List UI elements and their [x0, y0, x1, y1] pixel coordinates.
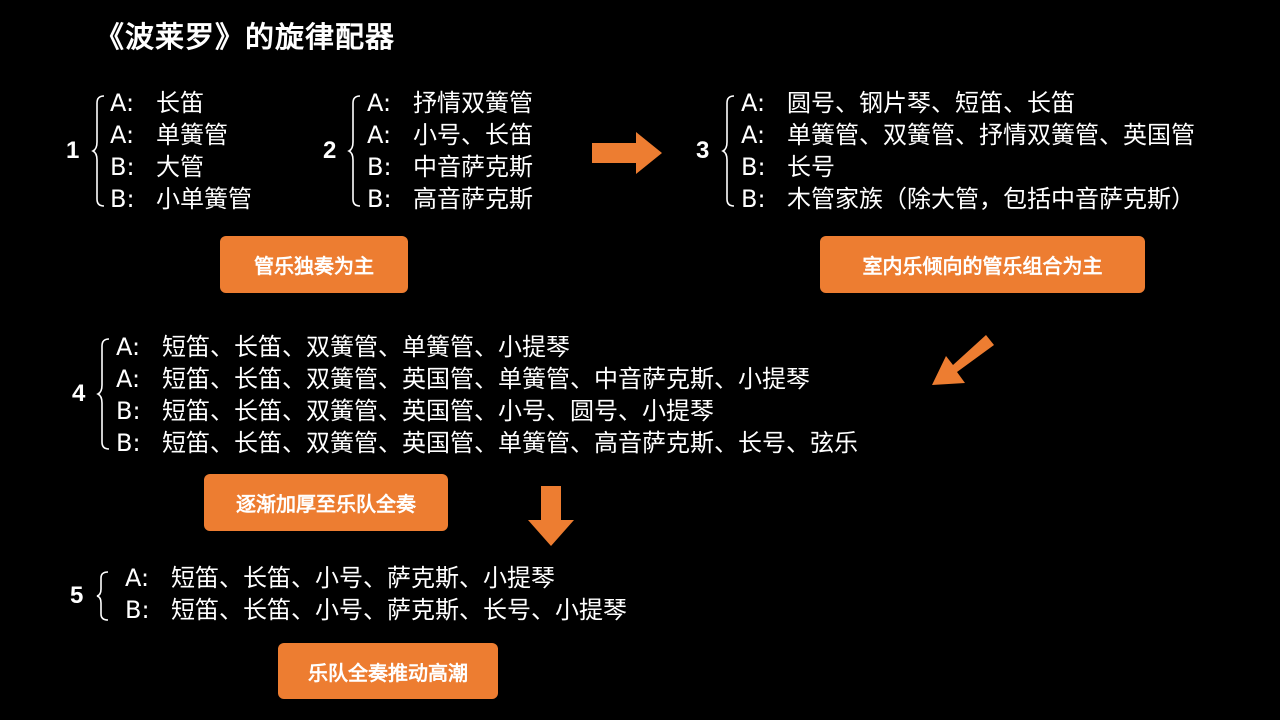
item-text: 单簧管: [156, 121, 228, 149]
item-label: B:: [125, 596, 150, 624]
item-text: 中音萨克斯: [413, 153, 533, 181]
item-text: 抒情双簧管: [413, 89, 533, 117]
group-2-item-4: B: 高音萨克斯: [367, 183, 533, 215]
item-label: A:: [741, 89, 766, 117]
group-5-item-1: A: 短笛、长笛、小号、萨克斯、小提琴: [125, 562, 555, 594]
item-text: 单簧管、双簧管、抒情双簧管、英国管: [787, 121, 1195, 149]
group-1-item-1: A: 长笛: [110, 87, 204, 119]
group-3-item-1: A: 圆号、钢片琴、短笛、长笛: [741, 87, 1075, 119]
item-text: 短笛、长笛、双簧管、单簧管、小提琴: [162, 333, 570, 361]
group-2-item-2: A: 小号、长笛: [367, 119, 533, 151]
group-1-brace-icon: [91, 95, 105, 207]
arrow-down-left-icon: [932, 335, 994, 385]
group-2-number: 2: [323, 137, 337, 164]
group-4-brace-icon: [96, 338, 110, 450]
group-3-number: 3: [696, 137, 710, 164]
group-4-item-1: A: 短笛、长笛、双簧管、单簧管、小提琴: [116, 331, 570, 363]
item-text: 短笛、长笛、小号、萨克斯、小提琴: [171, 564, 555, 592]
group-2-item-3: B: 中音萨克斯: [367, 151, 533, 183]
item-text: 木管家族（除大管，包括中音萨克斯）: [787, 185, 1195, 213]
group-2-brace-icon: [347, 95, 361, 207]
arrow-down-icon: [528, 486, 574, 546]
item-label: A:: [367, 89, 392, 117]
item-label: A:: [741, 121, 766, 149]
group-4-item-2: A: 短笛、长笛、双簧管、英国管、单簧管、中音萨克斯、小提琴: [116, 363, 810, 395]
item-text: 大管: [156, 153, 204, 181]
item-label: B:: [741, 153, 766, 181]
group-1-item-4: B: 小单簧管: [110, 183, 252, 215]
item-text: 短笛、长笛、双簧管、英国管、单簧管、高音萨克斯、长号、弦乐: [162, 429, 858, 457]
item-label: B:: [367, 185, 392, 213]
slide-title: 《波莱罗》的旋律配器: [95, 20, 396, 54]
group-4-item-4: B: 短笛、长笛、双簧管、英国管、单簧管、高音萨克斯、长号、弦乐: [116, 427, 858, 459]
group-3-item-3: B: 长号: [741, 151, 835, 183]
group-5-number: 5: [70, 582, 84, 609]
group-1-item-3: B: 大管: [110, 151, 204, 183]
item-label: A:: [110, 89, 135, 117]
group-4-number: 4: [72, 380, 86, 407]
item-label: B:: [367, 153, 392, 181]
item-label: B:: [110, 185, 135, 213]
group-1-item-2: A: 单簧管: [110, 119, 228, 151]
item-text: 圆号、钢片琴、短笛、长笛: [787, 89, 1075, 117]
item-text: 短笛、长笛、小号、萨克斯、长号、小提琴: [171, 596, 627, 624]
group-4-item-3: B: 短笛、长笛、双簧管、英国管、小号、圆号、小提琴: [116, 395, 714, 427]
group-2-item-1: A: 抒情双簧管: [367, 87, 533, 119]
item-label: A:: [116, 365, 141, 393]
item-label: B:: [116, 397, 141, 425]
item-text: 小单簧管: [156, 185, 252, 213]
item-label: A:: [367, 121, 392, 149]
arrow-right-icon: [592, 132, 662, 174]
tag-wind-solo: 管乐独奏为主: [220, 236, 408, 293]
group-5-item-2: B: 短笛、长笛、小号、萨克斯、长号、小提琴: [125, 594, 627, 626]
item-text: 短笛、长笛、双簧管、英国管、单簧管、中音萨克斯、小提琴: [162, 365, 810, 393]
item-text: 小号、长笛: [413, 121, 533, 149]
item-label: B:: [110, 153, 135, 181]
item-label: A:: [110, 121, 135, 149]
item-label: A:: [116, 333, 141, 361]
item-label: B:: [116, 429, 141, 457]
item-text: 长笛: [156, 89, 204, 117]
item-text: 长号: [787, 153, 835, 181]
group-1-number: 1: [66, 137, 80, 164]
item-text: 短笛、长笛、双簧管、英国管、小号、圆号、小提琴: [162, 397, 714, 425]
tag-thickening: 逐渐加厚至乐队全奏: [204, 474, 448, 531]
group-3-brace-icon: [721, 95, 735, 207]
group-3-item-2: A: 单簧管、双簧管、抒情双簧管、英国管: [741, 119, 1195, 151]
tag-chamber-winds: 室内乐倾向的管乐组合为主: [820, 236, 1145, 293]
group-5-brace-icon: [96, 571, 109, 621]
item-label: A:: [125, 564, 150, 592]
group-3-item-4: B: 木管家族（除大管，包括中音萨克斯）: [741, 183, 1195, 215]
item-label: B:: [741, 185, 766, 213]
item-text: 高音萨克斯: [413, 185, 533, 213]
tag-tutti-climax: 乐队全奏推动高潮: [278, 643, 498, 699]
